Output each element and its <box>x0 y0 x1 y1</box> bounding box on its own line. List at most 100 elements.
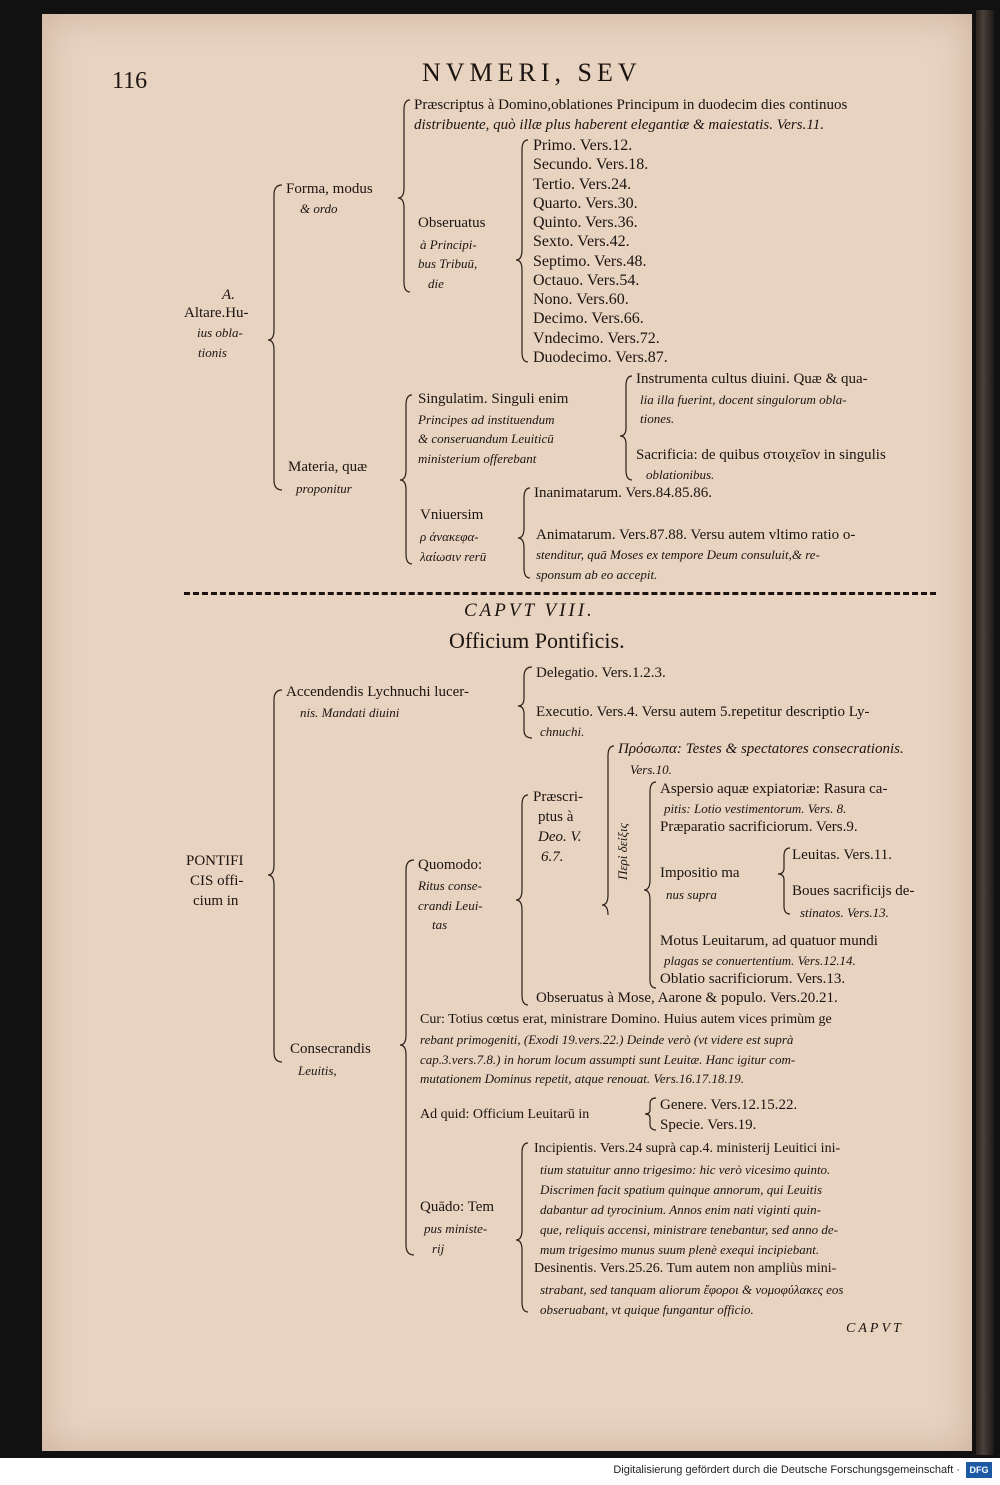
cur-2: rebant primogeniti, (Exodi 19.vers.22.) … <box>420 1032 794 1047</box>
quomodo-3: crandi Leui- <box>418 898 483 913</box>
altare-root-line-3: ius obla- <box>197 325 243 340</box>
obseruatus-1: Obseruatus <box>418 215 486 231</box>
obseruatus-3: bus Tribuū, <box>418 256 478 271</box>
brace-accendendis <box>517 666 533 739</box>
catchword: CAPVT <box>846 1321 904 1336</box>
section-divider <box>184 592 936 595</box>
singulatim-1: Singulatim. Singuli enim <box>418 391 569 407</box>
day-8: Octauo. Vers.54. <box>533 272 640 289</box>
specie: Specie. Vers.19. <box>660 1117 757 1133</box>
forma-label-2: & ordo <box>300 201 338 216</box>
chapter-title: Officium Pontificis. <box>449 628 625 653</box>
day-11: Vndecimo. Vers.72. <box>533 330 660 347</box>
aspersio-1: Aspersio aquæ expiatoriæ: Rasura ca- <box>660 781 888 797</box>
animatarum-1: Animatarum. Vers.87.88. Versu autem vlti… <box>536 527 856 543</box>
sacrificia-2: oblationibus. <box>646 467 715 482</box>
obseruatus-2: à Principi- <box>420 237 477 252</box>
incipientis-3: Discrimen facit spatium quinque annorum,… <box>540 1182 823 1197</box>
brace-forma <box>397 99 411 293</box>
inanimatarum: Inanimatarum. Vers.84.85.86. <box>534 485 713 501</box>
brace-root-1 <box>267 184 283 491</box>
animatarum-2: stenditur, quā Moses ex tempore Deum con… <box>536 547 820 562</box>
instrumenta-3: tiones. <box>640 411 675 426</box>
brace-vniuersim <box>517 487 531 579</box>
altare-root-line-1: A. <box>222 287 235 303</box>
pontificis-1: PONTIFI <box>186 853 244 869</box>
desinentis-2: strabant, sed tanquam aliorum ἔφοροι & ν… <box>540 1282 844 1297</box>
executio-2: chnuchi. <box>540 724 585 739</box>
instrumenta-1: Instrumenta cultus diuini. Quæ & qua- <box>636 371 868 387</box>
incipientis-2: tium statuitur anno trigesimo: hic verò … <box>540 1162 831 1177</box>
prosopa-1: Πρόσωπα: Testes & spectatores consecrati… <box>618 741 904 757</box>
motus-2: plagas se conuertentium. Vers.12.14. <box>664 953 856 968</box>
delegatio: Delegatio. Vers.1.2.3. <box>536 665 666 681</box>
cur-1: Cur: Totius cœtus erat, ministrare Domin… <box>420 1012 832 1027</box>
day-9: Nono. Vers.60. <box>533 291 629 308</box>
desinentis-1: Desinentis. Vers.25.26. Tum autem non am… <box>534 1261 837 1276</box>
brace-quado <box>515 1142 529 1313</box>
materia-1: Materia, quæ <box>288 459 368 475</box>
page-number: 116 <box>112 68 148 94</box>
incipientis-6: mum trigesimo munus suum plenè exequi in… <box>540 1242 820 1257</box>
running-title: NVMERI, SEV <box>422 58 642 87</box>
ad-quid: Ad quid: Officium Leuitarū in <box>420 1107 590 1122</box>
praescriptus-deo-3: Deo. V. <box>538 829 582 845</box>
quado-2: pus ministe- <box>424 1221 488 1236</box>
quado-3: rij <box>432 1241 445 1256</box>
impositio-1: Impositio ma <box>660 865 740 881</box>
day-4: Quarto. Vers.30. <box>533 195 638 212</box>
day-10: Decimo. Vers.66. <box>533 310 644 327</box>
sacrificia-1: Sacrificia: de quibus στοιχεῖον in singu… <box>636 447 886 463</box>
forma-label-1: Forma, modus <box>286 181 373 197</box>
brace-singulatim <box>619 375 633 481</box>
boues-2: stinatos. Vers.13. <box>800 905 889 920</box>
incipientis-1: Incipientis. Vers.24 suprà cap.4. minist… <box>534 1141 841 1156</box>
quomodo-4: tas <box>432 917 448 932</box>
footer-bar: Digitalisierung gefördert durch die Deut… <box>0 1458 1000 1485</box>
pontificis-3: cium in <box>193 893 239 909</box>
brace-materia <box>399 394 413 565</box>
vertical-greek: Περὶ δείξις <box>615 823 630 880</box>
genere: Genere. Vers.12.15.22. <box>660 1097 798 1113</box>
oblatio: Oblatio sacrificiorum. Vers.13. <box>660 971 846 987</box>
book-page <box>42 14 972 1451</box>
leuitas: Leuitas. Vers.11. <box>792 847 892 863</box>
footer-credit: Digitalisierung gefördert durch die Deut… <box>613 1464 960 1476</box>
impositio-2: nus supra <box>666 887 717 902</box>
cur-4: mutationem Dominus repetit, atque renoua… <box>420 1071 745 1086</box>
animatarum-3: sponsum ab eo accepit. <box>536 567 658 582</box>
quomodo-1: Quomodo: <box>418 857 483 873</box>
aspersio-2: pitis: Lotio vestimentorum. Vers. 8. <box>664 801 847 816</box>
praescriptus-line-2: distribuente, quò illæ plus haberent ele… <box>414 117 824 133</box>
dfg-logo: DFG <box>966 1462 992 1478</box>
day-2: Secundo. Vers.18. <box>533 156 649 173</box>
obseruatus-mose: Obseruatus à Mose, Aarone & populo. Vers… <box>536 990 838 1006</box>
brace-impositio <box>777 847 791 915</box>
instrumenta-2: lia illa fuerint, docent singulorum obla… <box>640 392 847 407</box>
singulatim-2: Principes ad instituendum <box>418 412 555 427</box>
praescriptus-deo-4: 6.7. <box>541 849 564 865</box>
boues-1: Boues sacrificijs de- <box>792 883 915 899</box>
desinentis-3: obseruabant, vt quique fungantur officio… <box>540 1302 754 1317</box>
vniuersim-3: λαίωσιν rerū <box>420 549 487 564</box>
singulatim-4: ministerium offerebant <box>418 451 537 466</box>
day-3: Tertio. Vers.24. <box>533 176 632 193</box>
brace-consecrandis <box>399 859 415 1256</box>
prosopa-2: Vers.10. <box>630 762 672 777</box>
brace-days <box>515 139 529 363</box>
caput-heading: CAPVT VIII. <box>464 600 595 621</box>
incipientis-4: dabantur ad tyrocinium. Annos enim nati … <box>540 1202 821 1217</box>
vniuersim-1: Vniuersim <box>420 507 484 523</box>
accendendis-2: nis. Mandati diuini <box>300 705 400 720</box>
brace-ritus <box>643 781 657 989</box>
cur-3: cap.3.vers.7.8.) in horum locum assumpti… <box>420 1052 796 1067</box>
vniuersim-2: ρ ἀνακεφα- <box>420 529 479 544</box>
pontificis-2: CIS offi- <box>190 873 244 889</box>
brace-adquid <box>644 1097 657 1131</box>
day-12: Duodecimo. Vers.87. <box>533 349 668 366</box>
praeparatio: Præparatio sacrificiorum. Vers.9. <box>660 819 858 835</box>
praescriptus-line-1: Præscriptus à Domino,oblationes Principu… <box>414 97 848 113</box>
incipientis-5: que, reliquis accensi, ministrare teneba… <box>540 1222 838 1237</box>
consecrandis-2: Leuitis, <box>298 1063 337 1078</box>
praescriptus-deo-2: ptus à <box>538 809 574 825</box>
